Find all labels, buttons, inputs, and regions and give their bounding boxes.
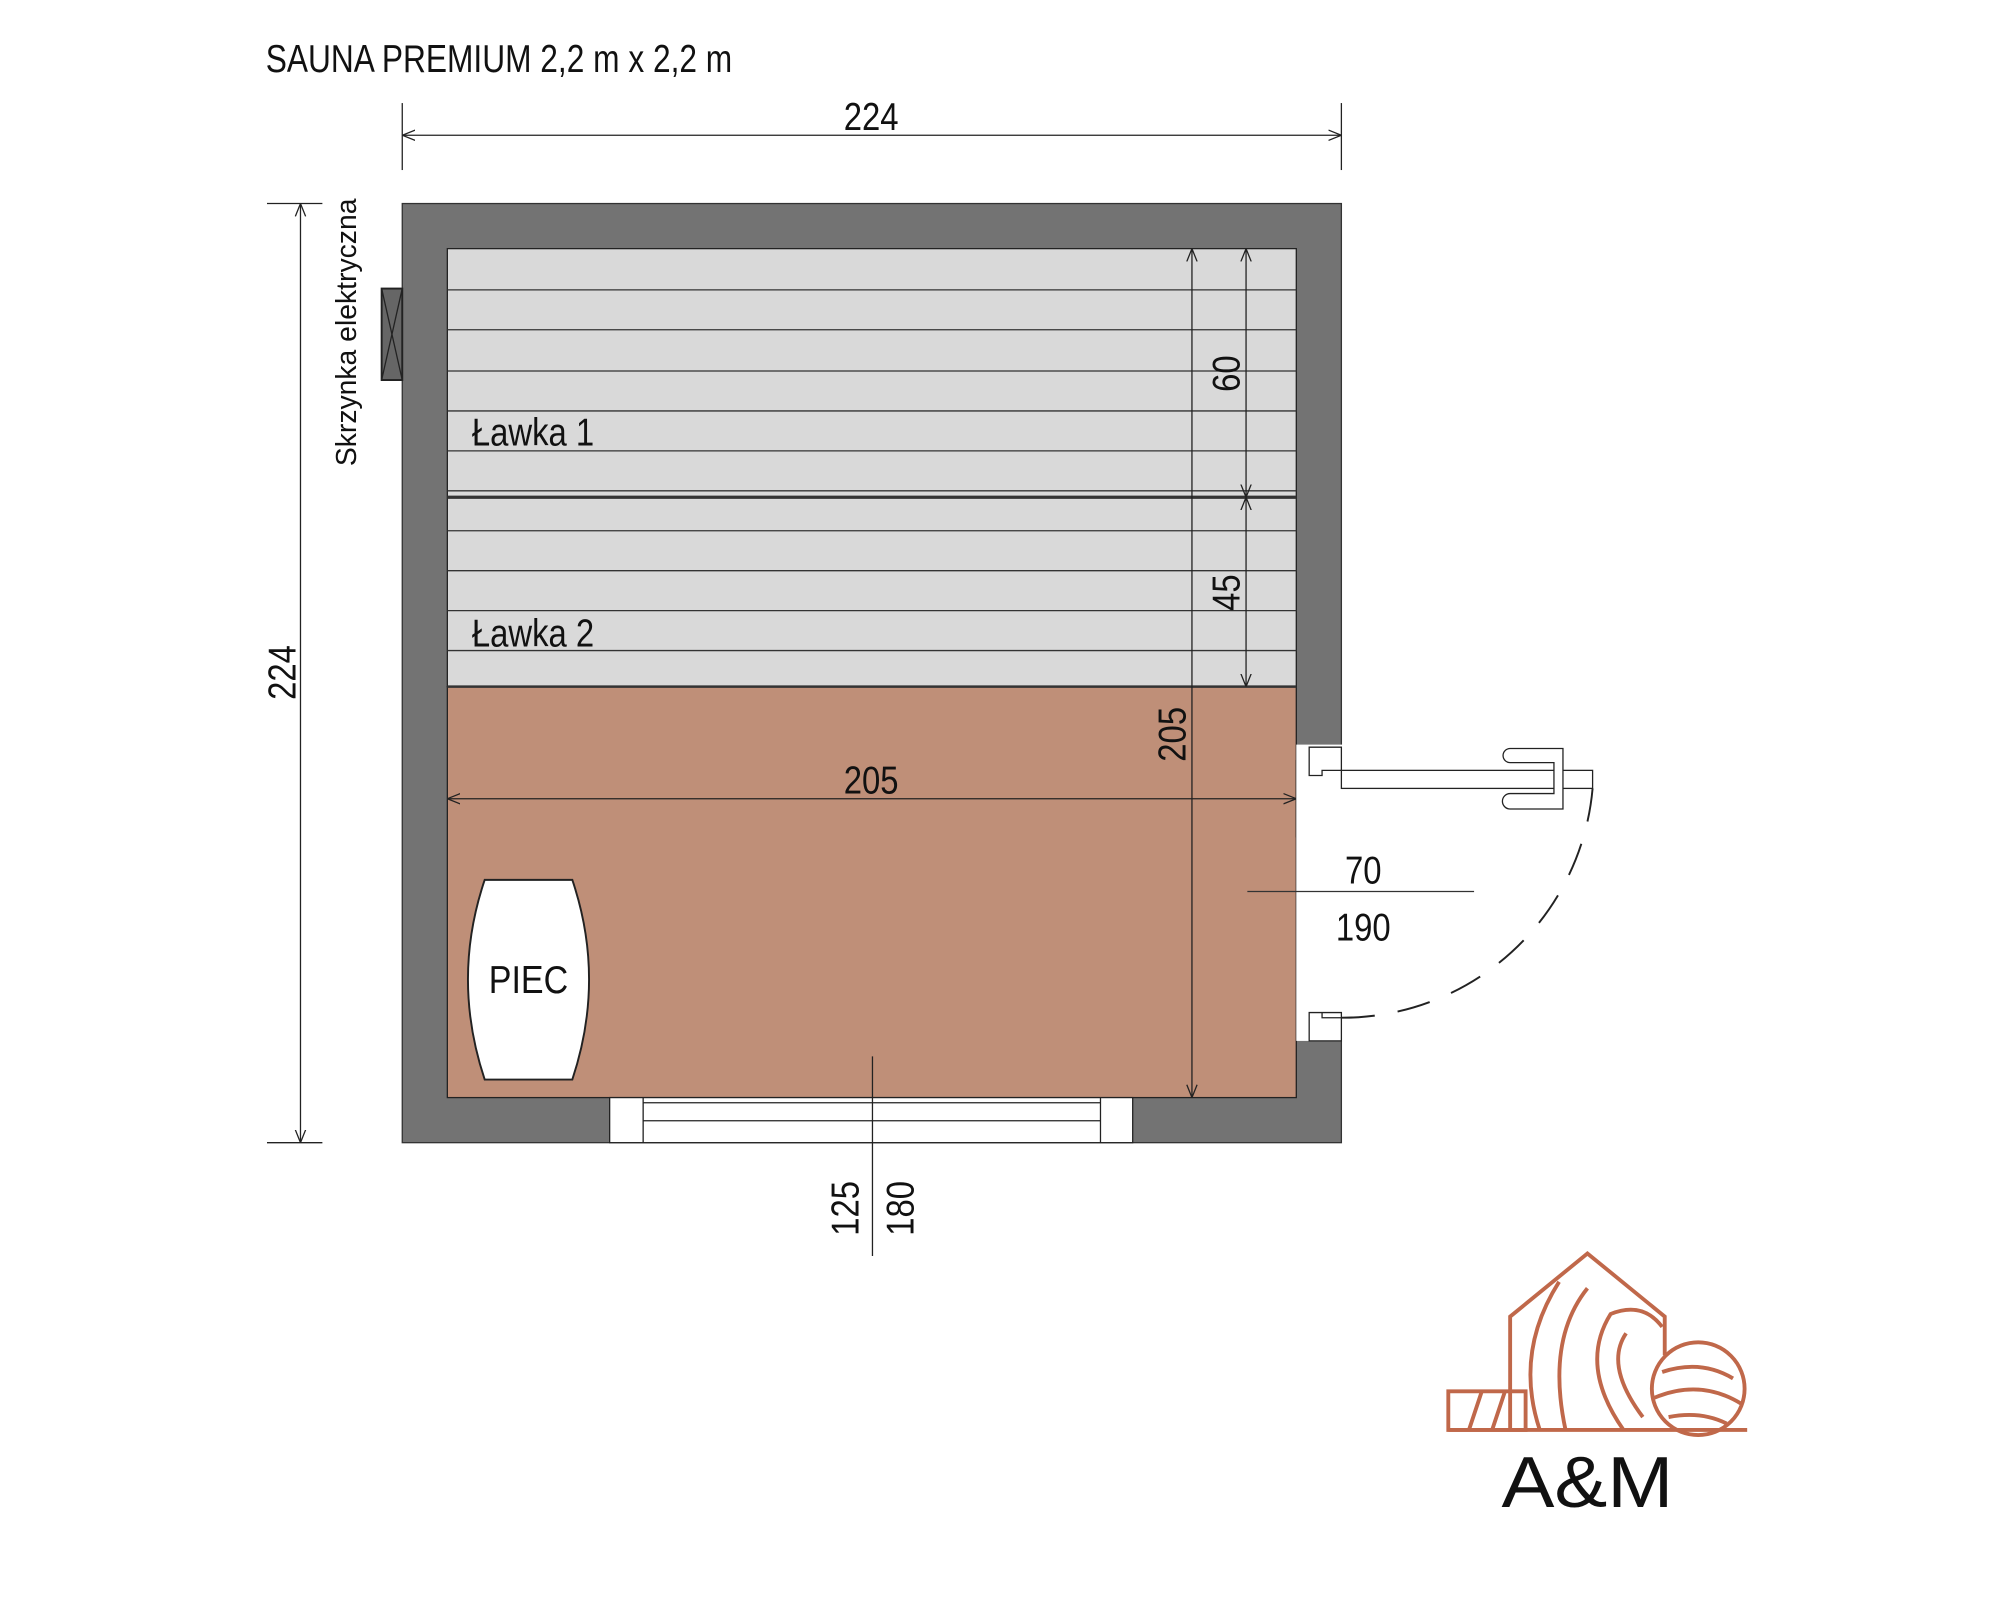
- bench-dimensions: 60 45: [1205, 248, 1248, 687]
- door-height-label: 190: [1336, 906, 1391, 949]
- stove: PIEC: [467, 878, 590, 1081]
- top-dimension: 224: [401, 96, 1343, 171]
- logo-text: A&M: [1501, 1443, 1673, 1524]
- inner-depth-label: 205: [1151, 707, 1194, 762]
- outer-height-label: 224: [261, 645, 304, 700]
- floor-area: [446, 685, 1297, 1099]
- bench1-label: Ławka 1: [472, 411, 594, 454]
- electric-box-icon: [380, 287, 404, 381]
- window-height-label: 125: [824, 1181, 867, 1236]
- window: 125 180: [609, 1056, 1134, 1257]
- plan-title: SAUNA PREMIUM 2,2 m x 2,2 m: [266, 38, 733, 81]
- bench2-depth-label: 45: [1205, 574, 1248, 611]
- company-logo: A&M: [1446, 1250, 1748, 1524]
- door: 70 190: [1247, 744, 1594, 1042]
- inner-width-label: 205: [844, 759, 899, 802]
- electric-box-label: Skrzynka elektryczna: [331, 198, 363, 466]
- benches-area: [446, 247, 1297, 688]
- window-width-label: 180: [879, 1181, 922, 1236]
- bench-slats: [447, 289, 1297, 688]
- door-width-label: 70: [1345, 849, 1382, 892]
- inner-depth-dimension: 205: [1151, 248, 1194, 1098]
- left-dimension: 224: [261, 202, 323, 1144]
- outer-width-label: 224: [844, 96, 899, 139]
- bench1-depth-label: 60: [1205, 355, 1248, 392]
- stove-label: PIEC: [489, 958, 568, 1002]
- bench2-label: Ławka 2: [472, 612, 594, 655]
